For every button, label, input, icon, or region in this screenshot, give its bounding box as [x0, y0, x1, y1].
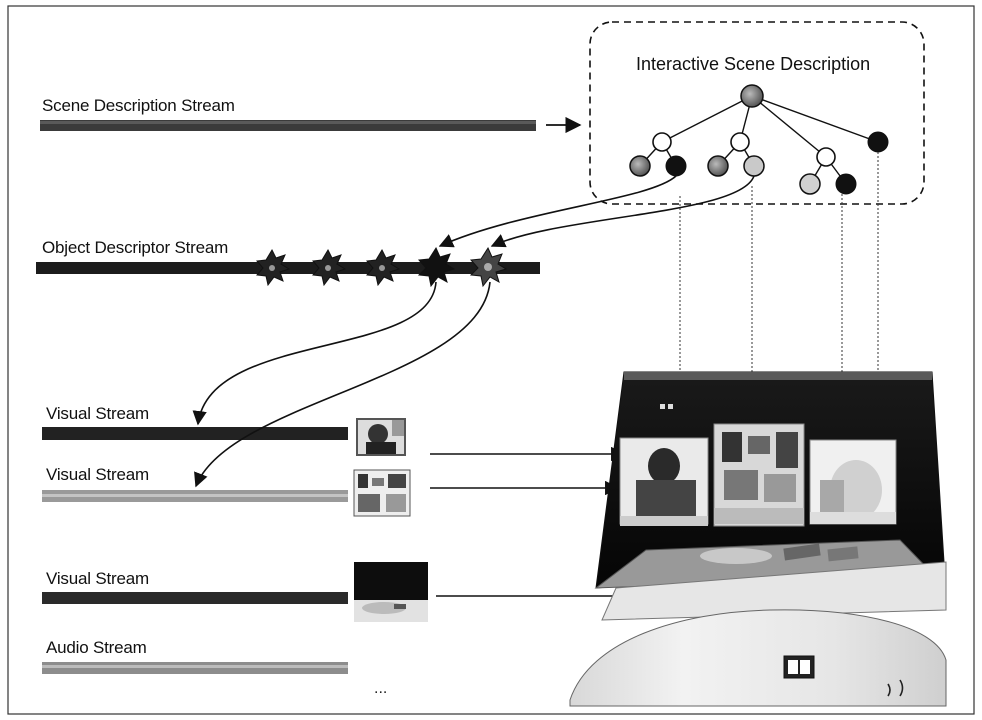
group-node	[731, 133, 749, 151]
link-arrow	[196, 282, 490, 486]
root-node	[741, 85, 763, 107]
group-node	[817, 148, 835, 166]
object-descriptor-stream-label: Object Descriptor Stream	[42, 238, 228, 258]
visual-thumbnail-1	[356, 418, 406, 456]
link-arrow	[440, 176, 676, 246]
leaf-node	[836, 174, 856, 194]
visual-stream-3-label: Visual Stream	[46, 569, 149, 589]
scene-tree-nodes	[630, 85, 888, 194]
link-arrow	[492, 176, 754, 246]
display-terminal	[570, 372, 946, 706]
visual-stream-3-bar	[42, 592, 348, 604]
leaf-node	[708, 156, 728, 176]
leaf-node	[666, 156, 686, 176]
more-streams-ellipsis: ...	[374, 680, 387, 698]
audio-stream-label: Audio Stream	[46, 638, 147, 658]
visual-stream-1-label: Visual Stream	[46, 404, 149, 424]
visual-stream-1-bar	[42, 427, 348, 440]
group-node	[653, 133, 671, 151]
scene-description-stream-label: Scene Description Stream	[42, 96, 235, 116]
scene-description-title: Interactive Scene Description	[636, 54, 870, 75]
visual-stream-2-label: Visual Stream	[46, 465, 149, 485]
leaf-node	[630, 156, 650, 176]
leaf-node	[744, 156, 764, 176]
visual-thumbnail-3	[354, 562, 428, 622]
visual-thumbnail-2	[354, 470, 410, 516]
leaf-node	[868, 132, 888, 152]
leaf-node	[800, 174, 820, 194]
